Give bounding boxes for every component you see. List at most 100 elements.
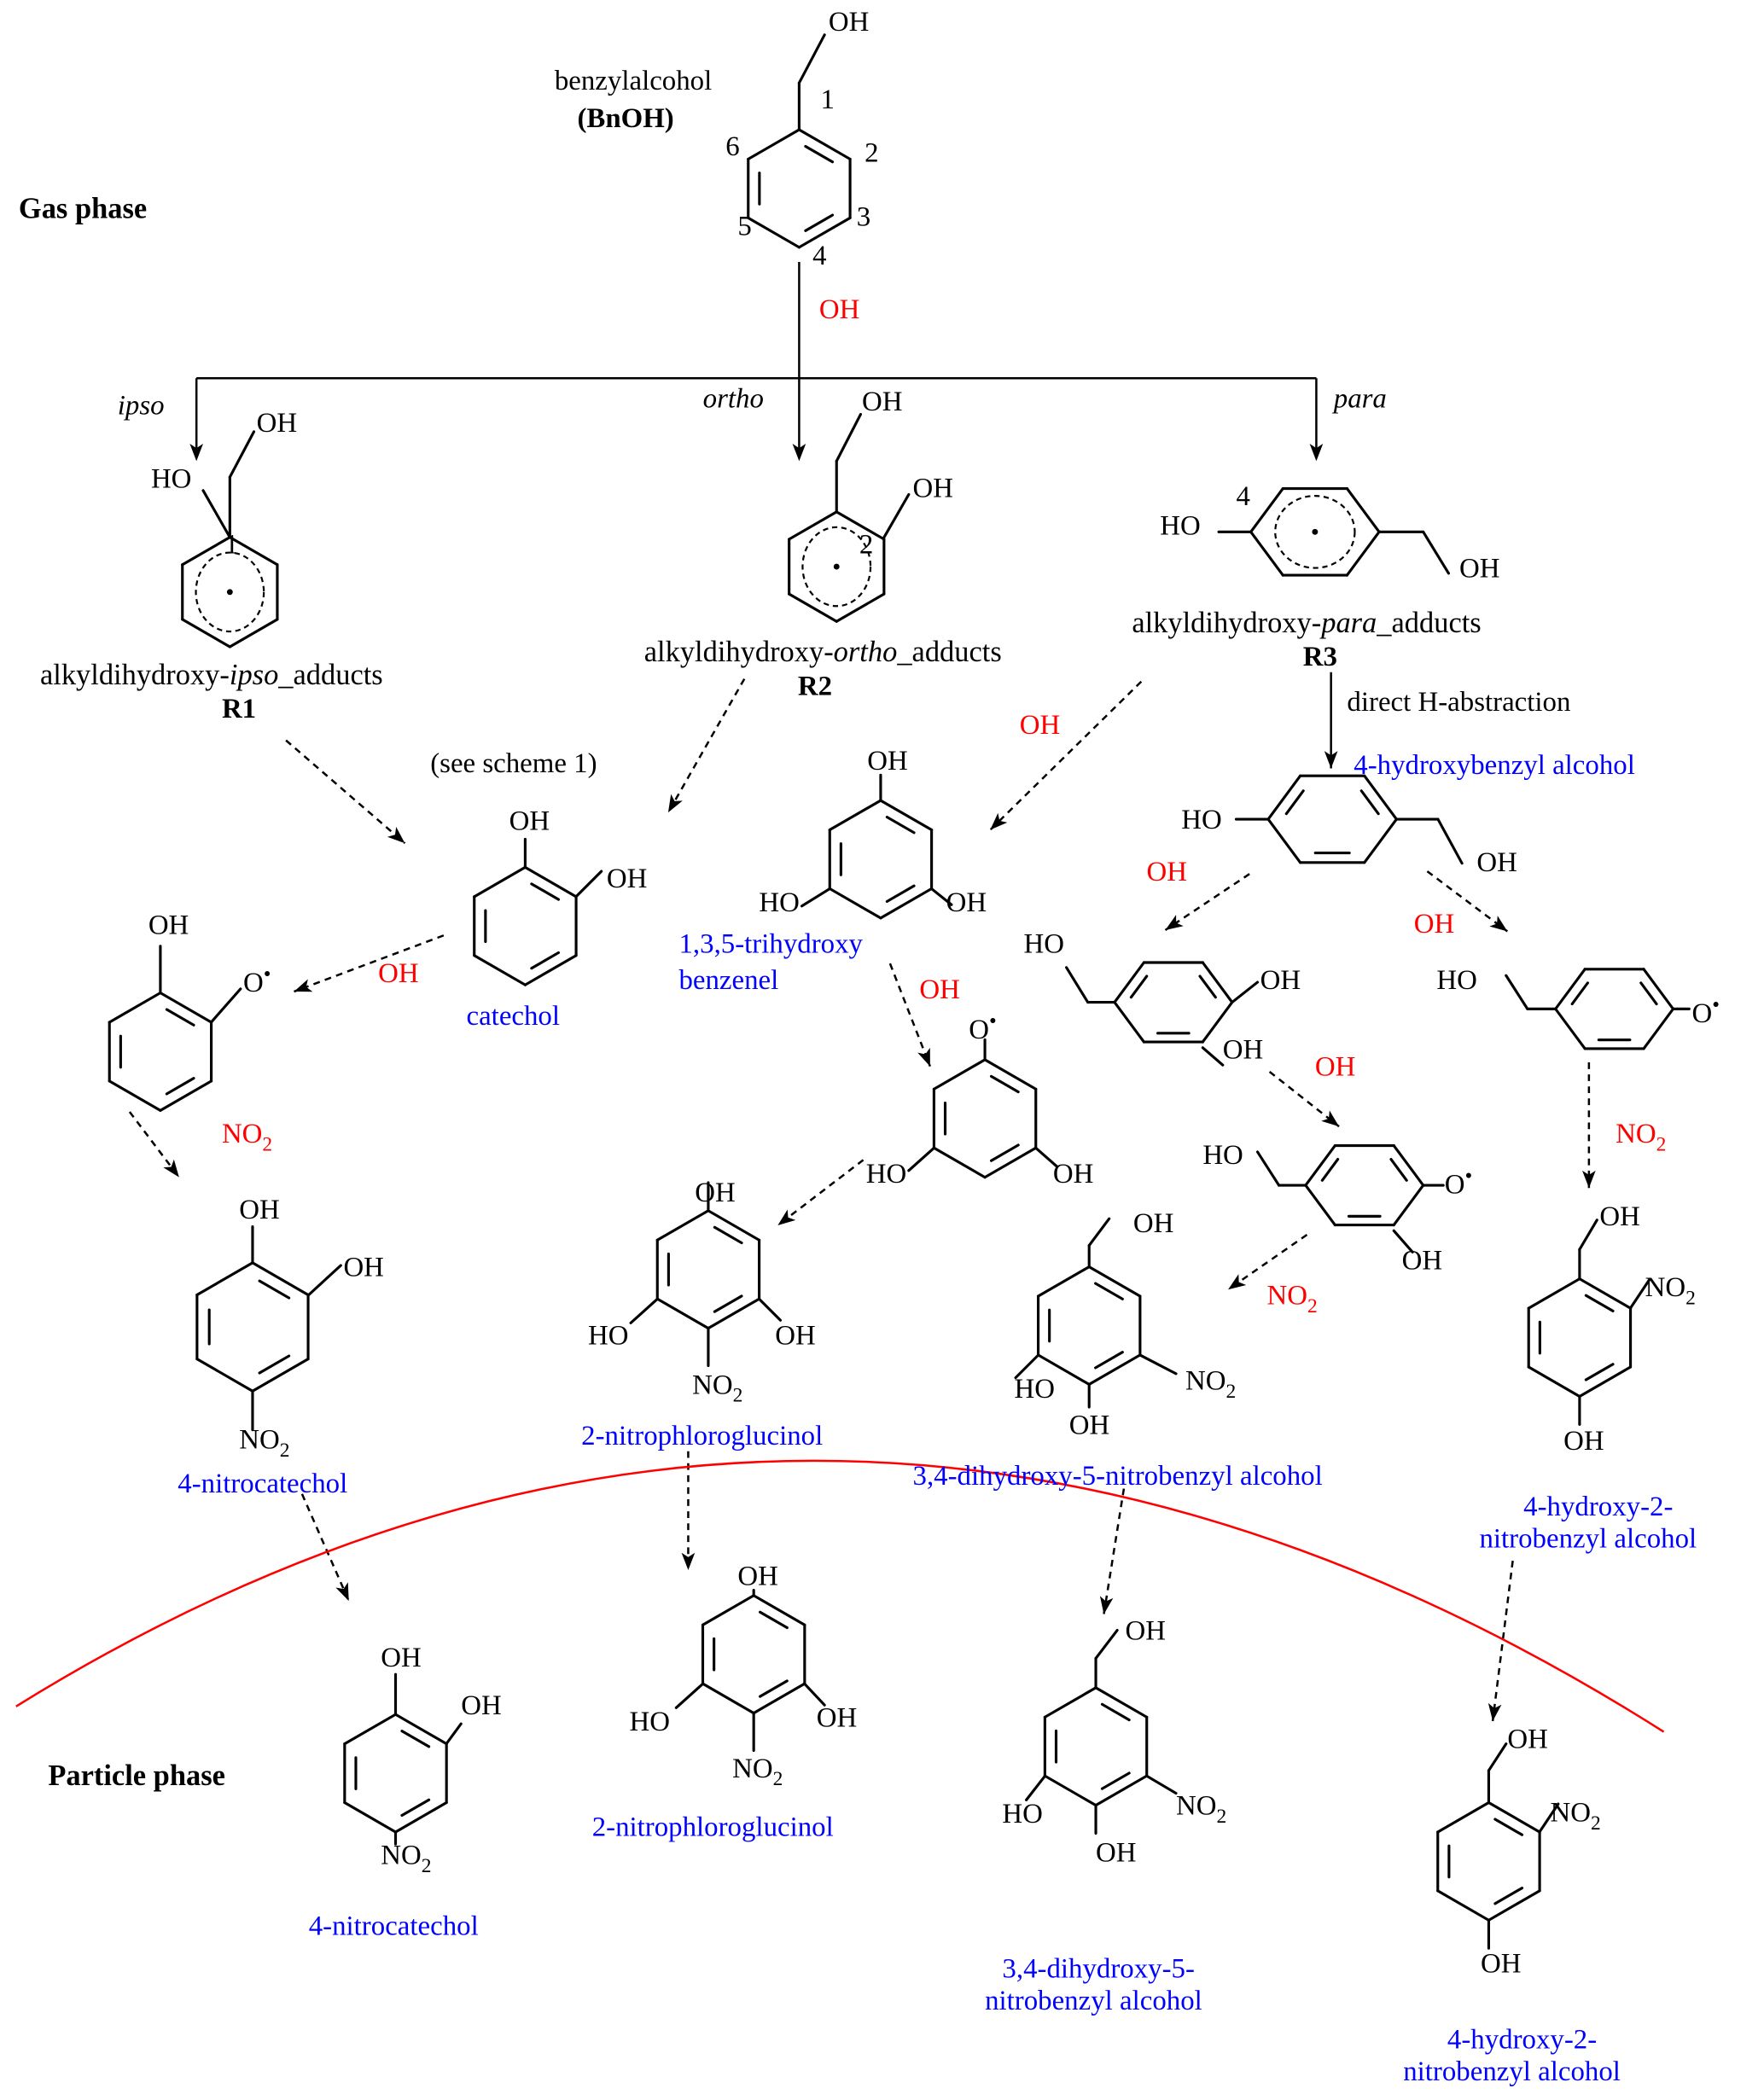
arrowhead	[335, 1582, 349, 1602]
arrow-layer	[128, 262, 1596, 1722]
oh-bond	[1436, 817, 1464, 865]
atom-label: HO	[1015, 1374, 1055, 1405]
ring-bond	[797, 216, 852, 249]
atom-label: OH	[867, 746, 907, 777]
ring-bond	[1642, 968, 1675, 1010]
atom-label: OH	[1507, 1724, 1547, 1754]
dashed-reaction-arrow	[294, 934, 445, 993]
position-label: 1	[820, 84, 834, 115]
ring-bond	[1094, 1686, 1149, 1719]
radical-dot	[1312, 528, 1319, 535]
ring-bond	[1249, 487, 1284, 533]
pathway-para-label: para	[1332, 384, 1387, 415]
double-bond-inner	[885, 815, 916, 835]
catechol-structure: OH OH catechol	[467, 806, 648, 1032]
atom-label: OH	[946, 887, 987, 918]
hydroxybenzyl-alcohol-name: 4-hydroxybenzyl alcohol	[1354, 750, 1635, 781]
nitrophloroglucinol-gas: OH HO OH NO2 2-nitrophloroglucinol	[581, 1178, 823, 1451]
arrowhead	[1321, 1110, 1340, 1127]
direct-h-abstraction-label: direct H-abstraction	[1347, 687, 1570, 718]
oh-bond	[797, 33, 826, 84]
atom-label: OH	[1459, 554, 1499, 585]
pathway-ortho-label: ortho	[703, 384, 764, 415]
ring-bond	[879, 799, 934, 832]
ring-bond	[228, 536, 279, 567]
ring-bond	[1304, 1143, 1336, 1187]
ring-bond	[701, 1682, 755, 1715]
delocalized-radical-ring	[1274, 495, 1356, 569]
ring-bond	[788, 592, 838, 623]
oh-bond	[1487, 1742, 1508, 1772]
double-bond-inner	[1493, 1887, 1524, 1905]
ring-bond	[752, 1594, 806, 1626]
catechol-name: catechol	[467, 1001, 561, 1032]
trihydroxybenzene-name-line1: 1,3,5-trihydroxy	[678, 929, 863, 960]
double-bond-inner	[1584, 1294, 1615, 1312]
arrowhead	[1487, 1702, 1502, 1722]
atom-label: OH	[862, 387, 902, 417]
ring-bond	[1201, 1000, 1234, 1044]
ring-bond	[228, 618, 279, 649]
ring-bond	[835, 592, 886, 623]
double-bond-inner	[165, 1008, 195, 1027]
ring-bond	[747, 128, 800, 161]
double-bond-inner	[804, 144, 835, 164]
atom-label: OH	[607, 864, 647, 894]
radical-dot	[226, 589, 233, 596]
oh-bond	[1087, 1217, 1111, 1248]
reagent-oh: OH	[1147, 857, 1187, 887]
double-bond-inner	[1094, 1282, 1124, 1300]
atom-label: HO	[630, 1707, 670, 1737]
arrowhead	[777, 1209, 796, 1226]
oh-bond	[1094, 1628, 1119, 1660]
ring-bond	[835, 510, 886, 541]
r2-name: alkyldihydroxy-ortho_adducts	[644, 636, 1002, 668]
r2-code: R2	[798, 671, 832, 701]
atom-label: OH	[775, 1320, 815, 1351]
ring-bond	[523, 954, 578, 986]
ring-bond	[879, 887, 934, 920]
arrowhead	[1489, 916, 1508, 932]
arrowhead	[667, 794, 683, 813]
double-bond-inner	[1639, 981, 1658, 1006]
oh-bond	[1505, 974, 1529, 1010]
nitrocatechol-name: 4-nitrocatechol	[178, 1469, 347, 1499]
atom-label: HO	[1436, 965, 1476, 996]
dashed-reaction-arrow	[989, 680, 1143, 831]
atom-label: HO	[1023, 929, 1063, 960]
hydroxymethyl-phenoxy-radical: HO O•	[1436, 965, 1720, 1029]
ring-bond	[1043, 1686, 1097, 1719]
ring-bond	[473, 954, 527, 986]
ring-bond	[655, 1209, 710, 1242]
double-bond-inner	[165, 1077, 195, 1096]
double-bond-inner	[713, 1225, 743, 1245]
ring-bond	[343, 1713, 398, 1746]
arrowhead	[1582, 1170, 1596, 1189]
no2-bond	[1138, 1353, 1178, 1376]
ring-bond	[1266, 817, 1302, 864]
atom-label: OH	[1133, 1208, 1173, 1239]
oh-bond	[882, 492, 911, 540]
ring-bond	[1087, 1353, 1142, 1386]
atom-label: OH	[1563, 1426, 1604, 1457]
oh-bond	[1422, 530, 1451, 575]
double-bond-inner	[759, 1679, 789, 1698]
ring-bond	[1436, 1800, 1490, 1834]
ring-bond	[1036, 1353, 1091, 1386]
atom-label: NO2	[692, 1370, 742, 1406]
double-bond-inner	[989, 1074, 1020, 1094]
ring-bond	[251, 1261, 310, 1297]
double-bond-inner	[1100, 1702, 1131, 1722]
r2-ortho-adduct: OH OH 2 alkyldihydroxy-ortho_adducts R2	[644, 387, 1002, 702]
ring-bond	[181, 618, 231, 649]
atom-label: OH	[1481, 1948, 1521, 1979]
arrowhead	[1324, 751, 1338, 769]
dihydroxynitrobenzyl-particle-name-line1: 3,4-dihydroxy-5-	[1002, 1954, 1195, 1985]
ring-bond	[828, 799, 882, 832]
arrowhead	[681, 1552, 696, 1571]
arrowhead	[1165, 915, 1184, 930]
delocalized-radical-ring	[195, 551, 265, 633]
atom-label: NO2	[381, 1841, 431, 1877]
pathway-ipso-label: ipso	[118, 391, 165, 422]
position-label: 3	[857, 202, 870, 233]
